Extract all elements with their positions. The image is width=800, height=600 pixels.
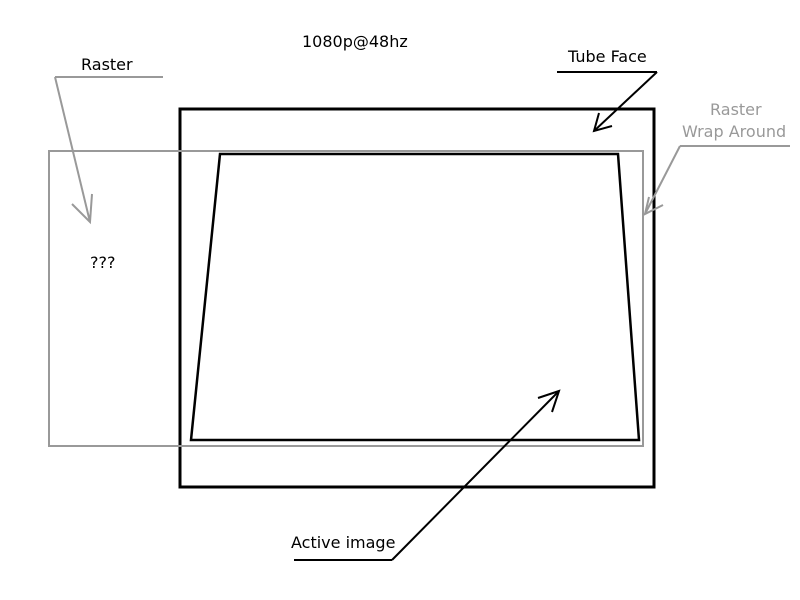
title-label: 1080p@48hz bbox=[302, 32, 408, 51]
raster-wrap-arrowhead bbox=[643, 196, 664, 216]
unknown-label: ??? bbox=[90, 253, 115, 272]
active-image-arrowhead bbox=[537, 389, 561, 413]
active-image-outline bbox=[189, 152, 641, 442]
raster-outline bbox=[48, 150, 644, 447]
tube-face-arrowhead bbox=[592, 112, 613, 133]
tube-face-label: Tube Face bbox=[567, 47, 647, 66]
tube-face-leader-line bbox=[593, 71, 658, 132]
raster-leader-line bbox=[54, 76, 91, 223]
tube-face-outline bbox=[178, 107, 656, 489]
active-image-label: Active image bbox=[291, 533, 395, 552]
raster-arrowhead bbox=[71, 193, 93, 225]
raster-wrap-leader-line bbox=[644, 145, 681, 215]
raster-wrap-label-line1: Raster bbox=[710, 100, 762, 119]
raster-wrap-label-line2: Wrap Around bbox=[682, 122, 786, 141]
raster-label: Raster bbox=[81, 55, 133, 74]
active-image-leader-line bbox=[391, 390, 560, 561]
